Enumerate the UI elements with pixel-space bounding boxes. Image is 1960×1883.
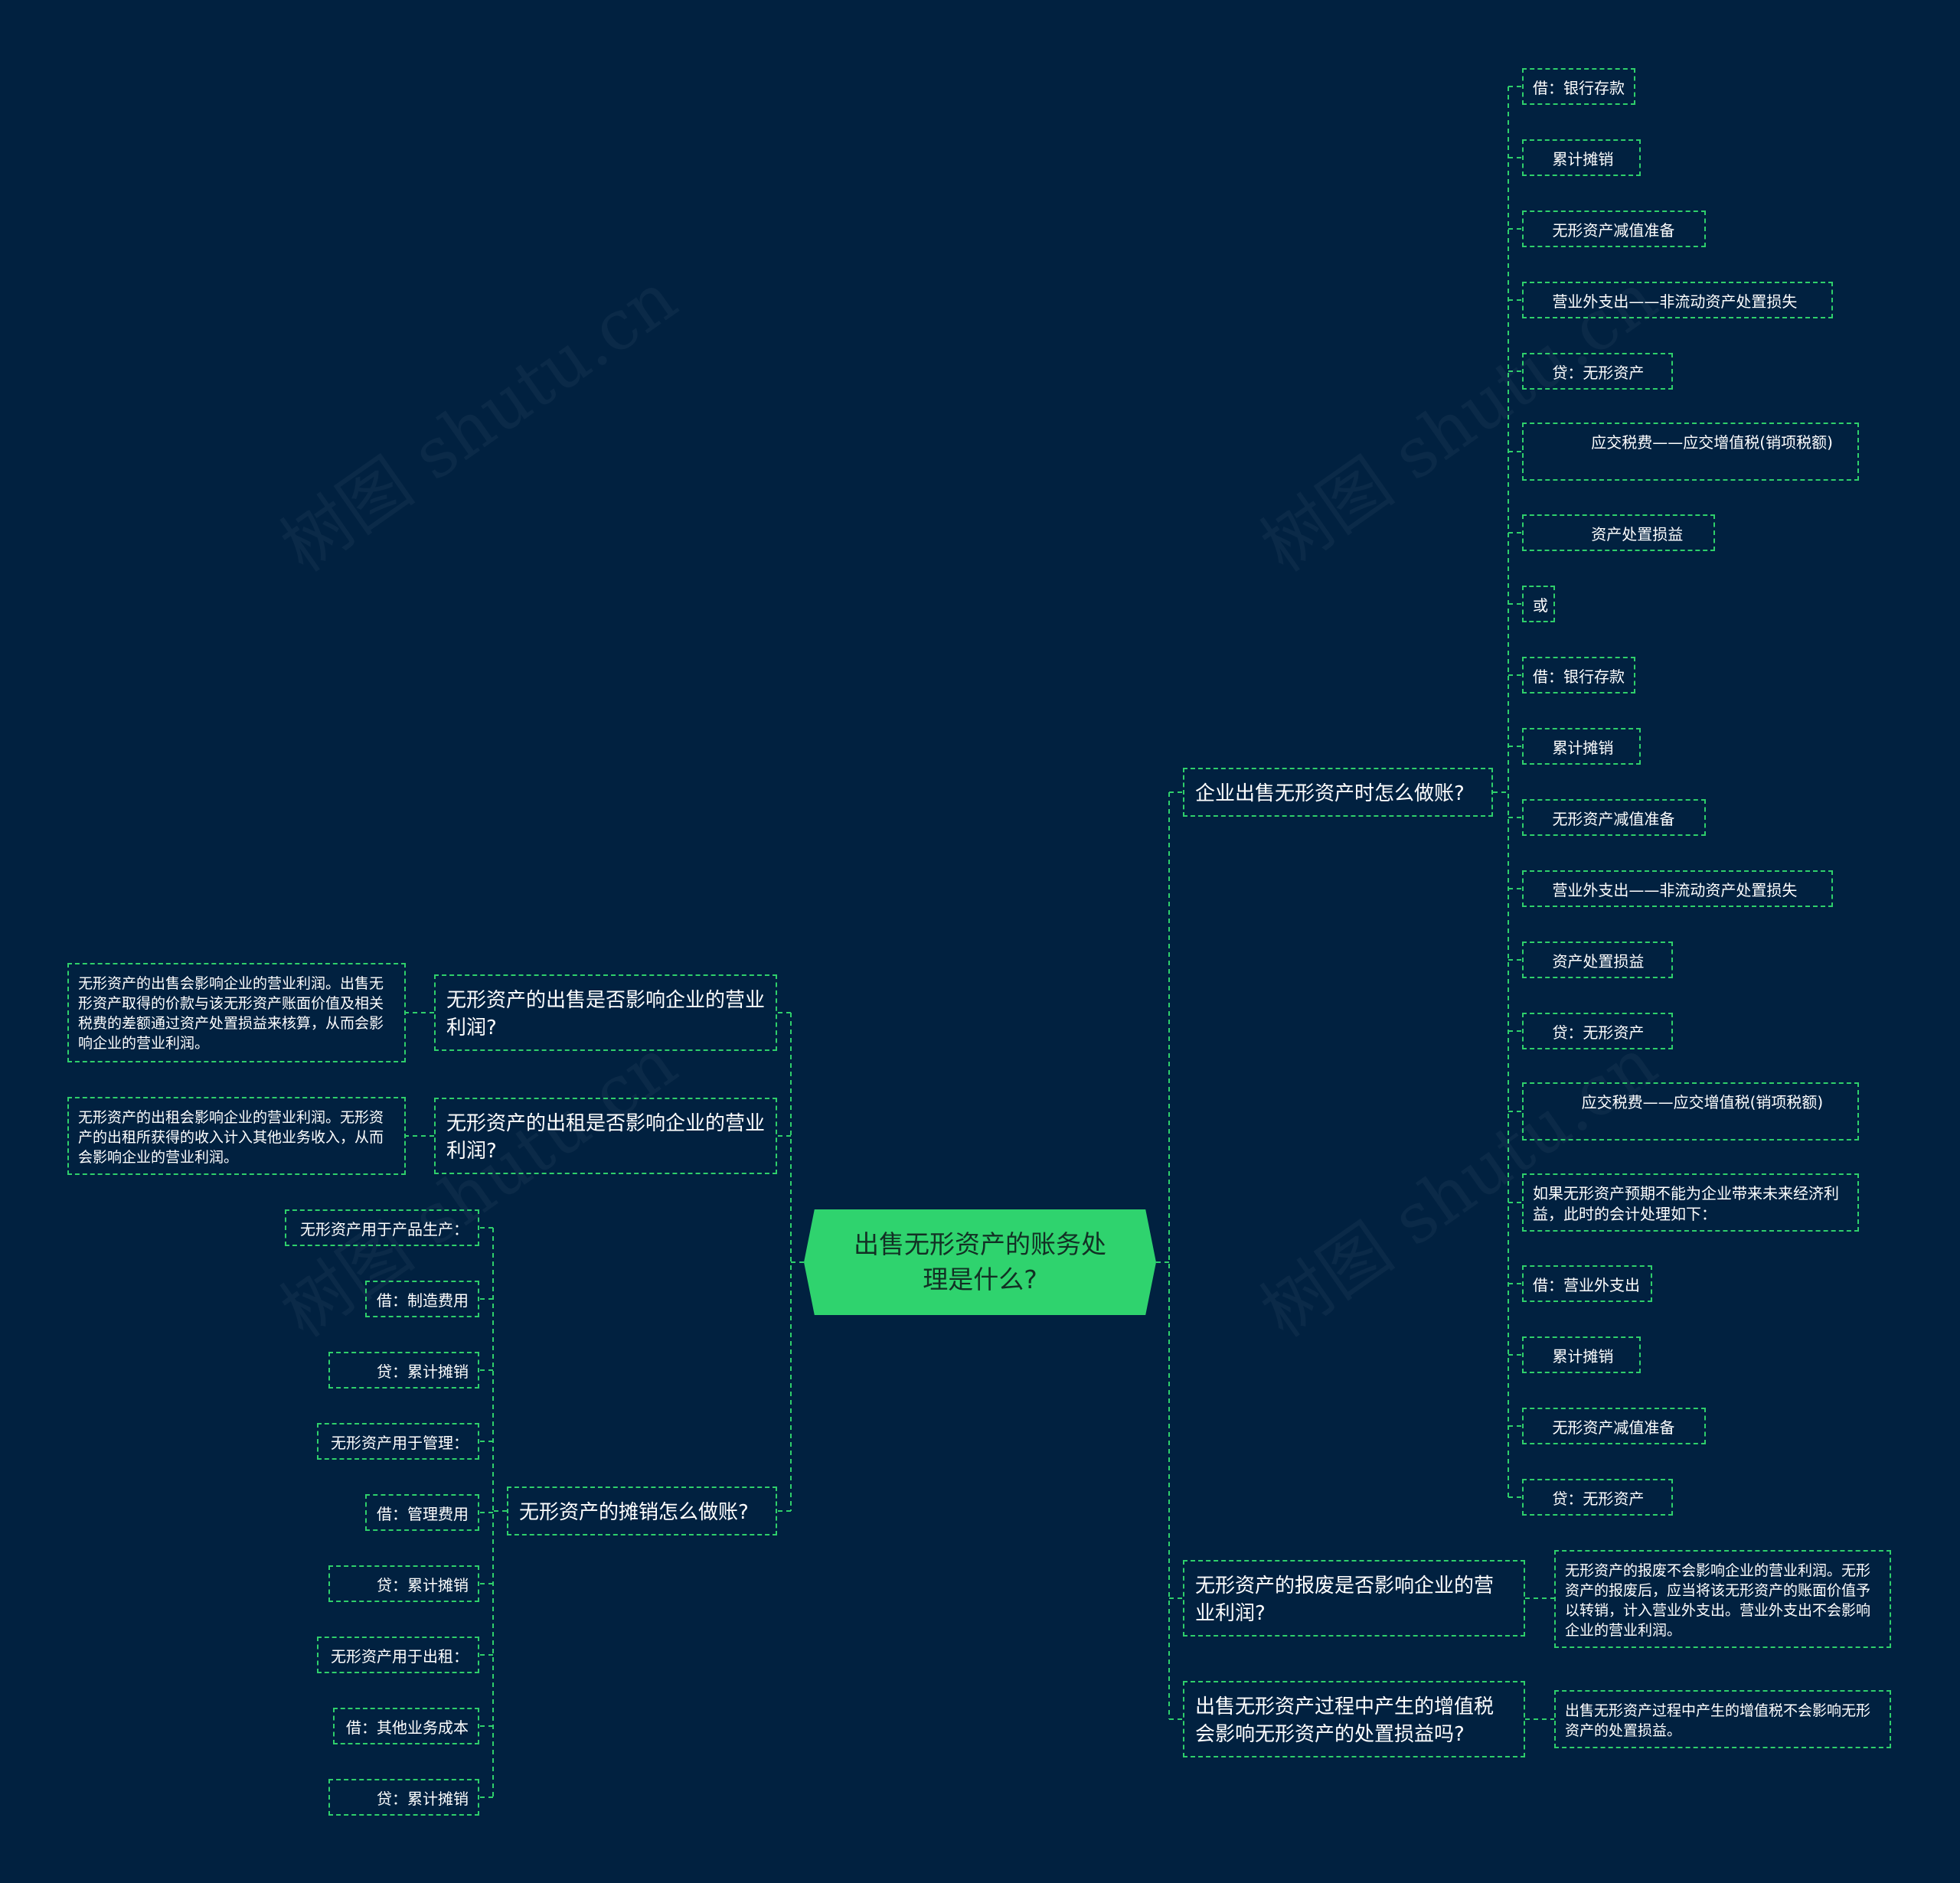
leaf-item[interactable]: 借：营业外支出: [1522, 1265, 1652, 1302]
leaf-item[interactable]: 营业外支出——非流动资产处置损失: [1522, 282, 1833, 318]
leaf-item[interactable]: 累计摊销: [1522, 1336, 1641, 1373]
detail-text: 无形资产的出租会影响企业的营业利润。无形资产的出租所获得的收入计入其他业务收入，…: [67, 1097, 406, 1175]
leaf-item[interactable]: 资产处置损益: [1522, 514, 1715, 551]
topic-rent-profit[interactable]: 无形资产的出租是否影响企业的营业利润?: [434, 1098, 777, 1174]
leaf-item[interactable]: 贷：无形资产: [1522, 1479, 1673, 1516]
leaf-item[interactable]: 无形资产用于管理：: [317, 1423, 479, 1460]
detail-text: 无形资产的报废不会影响企业的营业利润。无形资产的报废后，应当将该无形资产的账面价…: [1554, 1550, 1891, 1648]
leaf-item[interactable]: 营业外支出——非流动资产处置损失: [1522, 870, 1833, 907]
leaf-item[interactable]: 或: [1522, 586, 1555, 622]
leaf-item[interactable]: 无形资产减值准备: [1522, 1408, 1706, 1444]
leaf-item[interactable]: 无形资产用于产品生产：: [285, 1209, 479, 1246]
leaf-item[interactable]: 累计摊销: [1522, 728, 1641, 765]
leaf-item[interactable]: 借：管理费用: [365, 1494, 479, 1531]
leaf-item[interactable]: 累计摊销: [1522, 139, 1641, 176]
leaf-item[interactable]: 借：制造费用: [365, 1281, 479, 1317]
leaf-item[interactable]: 借：银行存款: [1522, 68, 1635, 105]
leaf-item[interactable]: 贷：累计摊销: [328, 1779, 479, 1816]
leaf-item[interactable]: 借：其他业务成本: [333, 1708, 479, 1744]
topic-sell-accounting[interactable]: 企业出售无形资产时怎么做账?: [1183, 768, 1493, 817]
leaf-item[interactable]: 应交税费——应交增值税(销项税额): [1522, 423, 1859, 481]
leaf-item[interactable]: 贷：累计摊销: [328, 1565, 479, 1602]
leaf-item[interactable]: 资产处置损益: [1522, 942, 1673, 978]
detail-text: 出售无形资产过程中产生的增值税不会影响无形资产的处置损益。: [1554, 1690, 1891, 1748]
leaf-item[interactable]: 贷：累计摊销: [328, 1352, 479, 1389]
leaf-item[interactable]: 借：银行存款: [1522, 657, 1635, 693]
leaf-item[interactable]: 如果无形资产预期不能为企业带来未来经济利益，此时的会计处理如下：: [1522, 1173, 1859, 1232]
topic-amortization[interactable]: 无形资产的摊销怎么做账?: [507, 1486, 777, 1535]
leaf-item[interactable]: 贷：无形资产: [1522, 1013, 1673, 1049]
leaf-item[interactable]: 贷：无形资产: [1522, 353, 1673, 390]
leaf-item[interactable]: 无形资产减值准备: [1522, 799, 1706, 836]
leaf-item[interactable]: 应交税费——应交增值税(销项税额): [1522, 1082, 1859, 1141]
leaf-item[interactable]: 无形资产减值准备: [1522, 210, 1706, 247]
topic-vat-disposal[interactable]: 出售无形资产过程中产生的增值税会影响无形资产的处置损益吗?: [1183, 1681, 1525, 1757]
leaf-item[interactable]: 无形资产用于出租：: [317, 1637, 479, 1673]
topic-sale-profit[interactable]: 无形资产的出售是否影响企业的营业利润?: [434, 974, 777, 1051]
detail-text: 无形资产的出售会影响企业的营业利润。出售无形资产取得的价款与该无形资产账面价值及…: [67, 963, 406, 1062]
root-topic[interactable]: 出售无形资产的账务处理是什么?: [804, 1209, 1156, 1315]
topic-scrap-profit[interactable]: 无形资产的报废是否影响企业的营业利润?: [1183, 1560, 1525, 1637]
